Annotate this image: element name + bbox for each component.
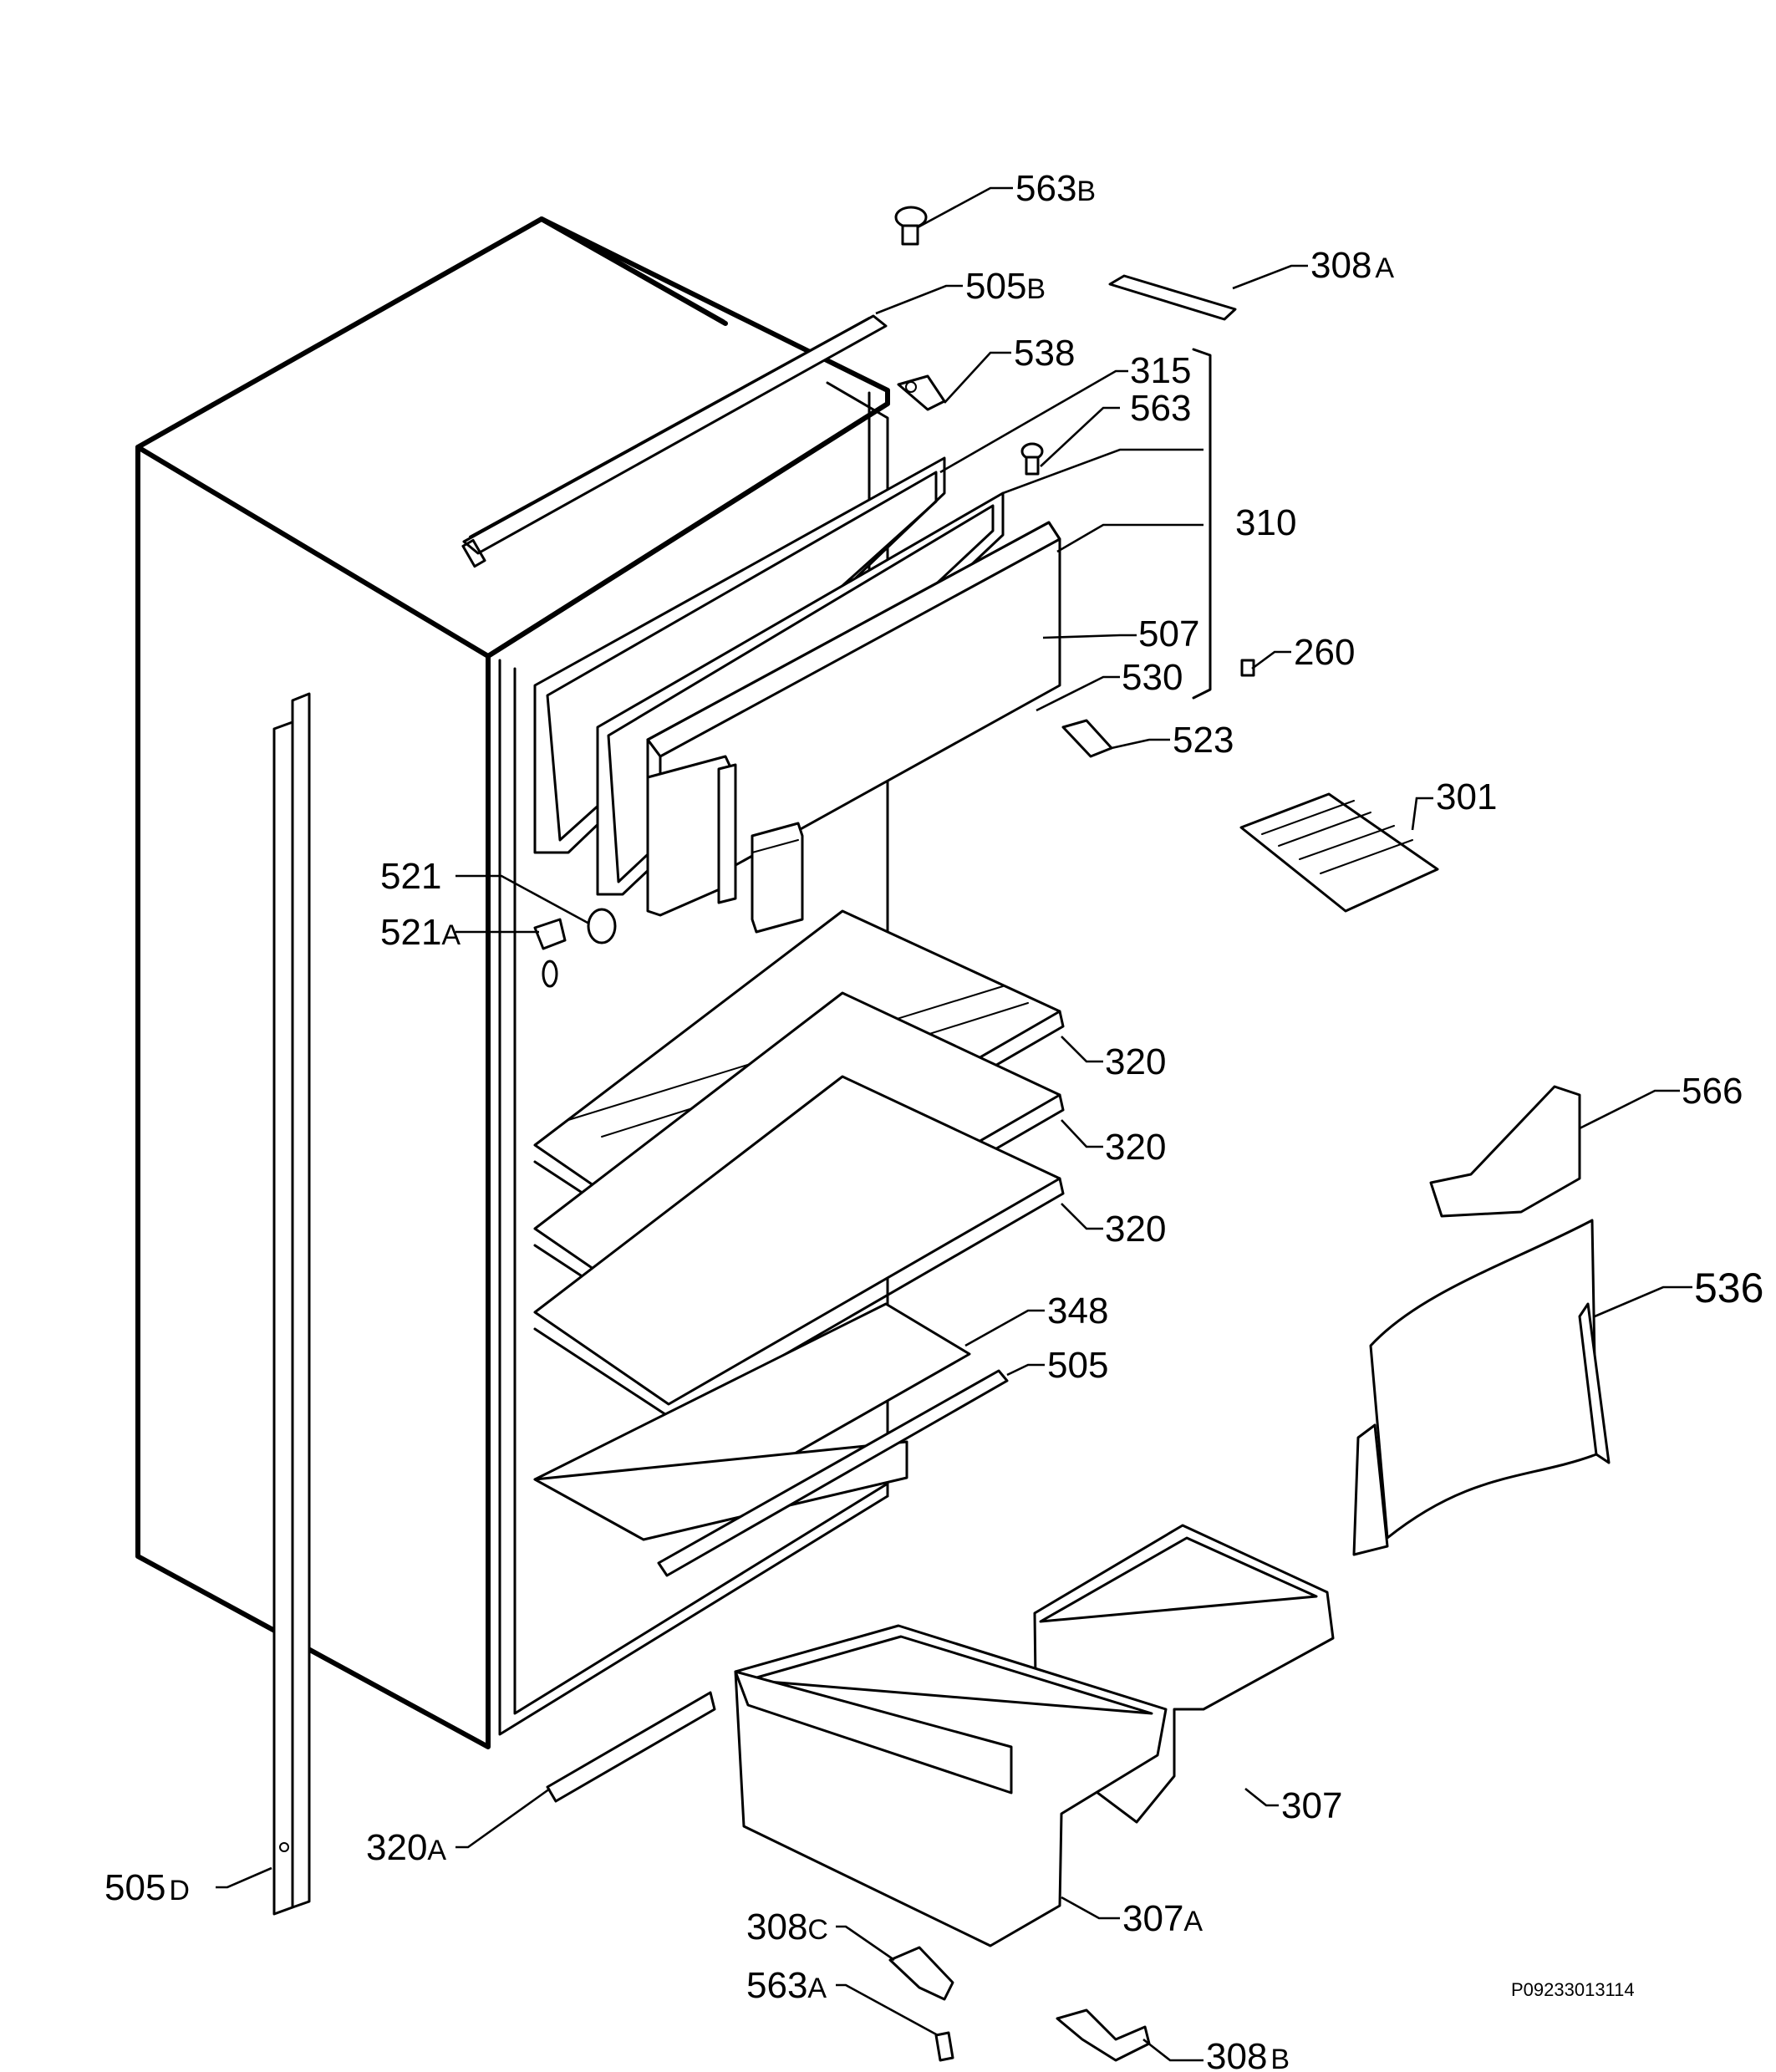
part-563B bbox=[894, 206, 928, 246]
callout-530: 530 bbox=[1122, 657, 1183, 698]
callout-521: 521 bbox=[380, 856, 441, 897]
callout-507: 507 bbox=[1138, 613, 1199, 654]
hinge-308B bbox=[1056, 2008, 1151, 2062]
callout-308C: 308C bbox=[746, 1907, 828, 1947]
callout-523: 523 bbox=[1173, 720, 1234, 761]
callout-521A: 521A bbox=[380, 912, 461, 953]
part-538 bbox=[897, 374, 946, 411]
cabinet-top-edge bbox=[539, 216, 725, 324]
cabinet-body bbox=[135, 216, 890, 1749]
leader-lines bbox=[216, 186, 1692, 2062]
part-566 bbox=[1429, 1085, 1581, 1218]
hinge-308A bbox=[1108, 274, 1237, 321]
part-521 bbox=[587, 908, 617, 944]
callout-320-top: 320 bbox=[1105, 1041, 1166, 1082]
callout-320-middle: 320 bbox=[1105, 1127, 1166, 1168]
callout-505B: 505B bbox=[965, 266, 1046, 307]
callout-301: 301 bbox=[1436, 776, 1497, 817]
callout-505: 505 bbox=[1047, 1345, 1108, 1386]
callout-307: 307 bbox=[1281, 1785, 1342, 1826]
callout-310: 310 bbox=[1235, 502, 1296, 543]
callout-307A: 307A bbox=[1122, 1898, 1203, 1939]
callout-315: 315 bbox=[1130, 350, 1191, 391]
hinge-308C bbox=[888, 1946, 954, 2001]
callout-320-bottom: 320 bbox=[1105, 1209, 1166, 1250]
bottle-guard-536 bbox=[1352, 1219, 1611, 1556]
door-seal-505D bbox=[272, 692, 311, 1916]
callout-348: 348 bbox=[1047, 1291, 1108, 1331]
part-563 bbox=[1020, 442, 1044, 476]
callout-538: 538 bbox=[1014, 333, 1075, 374]
bracket-310 bbox=[1192, 348, 1212, 700]
drawing-code: P09233013114 bbox=[1511, 1979, 1635, 2000]
callout-536: 536 bbox=[1694, 1265, 1763, 1311]
rail-320A bbox=[546, 1691, 716, 1803]
door-bin-307A bbox=[734, 1624, 1168, 1947]
callout-566: 566 bbox=[1682, 1071, 1743, 1112]
callout-260: 260 bbox=[1294, 632, 1355, 673]
glass-plate-348 bbox=[533, 1302, 971, 1541]
callout-563B: 563B bbox=[1015, 168, 1096, 209]
callout-563A: 563A bbox=[746, 1965, 827, 2006]
seal-505B bbox=[461, 314, 888, 568]
shelf-320-bottom bbox=[533, 1075, 1065, 1421]
seal-505 bbox=[657, 1369, 1009, 1577]
part-523 bbox=[1061, 719, 1113, 758]
callout-563: 563 bbox=[1130, 388, 1191, 429]
ice-tray-301 bbox=[1239, 792, 1439, 913]
part-563A bbox=[934, 2031, 954, 2062]
callout-320A: 320A bbox=[366, 1827, 446, 1868]
part-521A bbox=[533, 918, 567, 988]
freezer-compartment-310 bbox=[533, 456, 1061, 934]
